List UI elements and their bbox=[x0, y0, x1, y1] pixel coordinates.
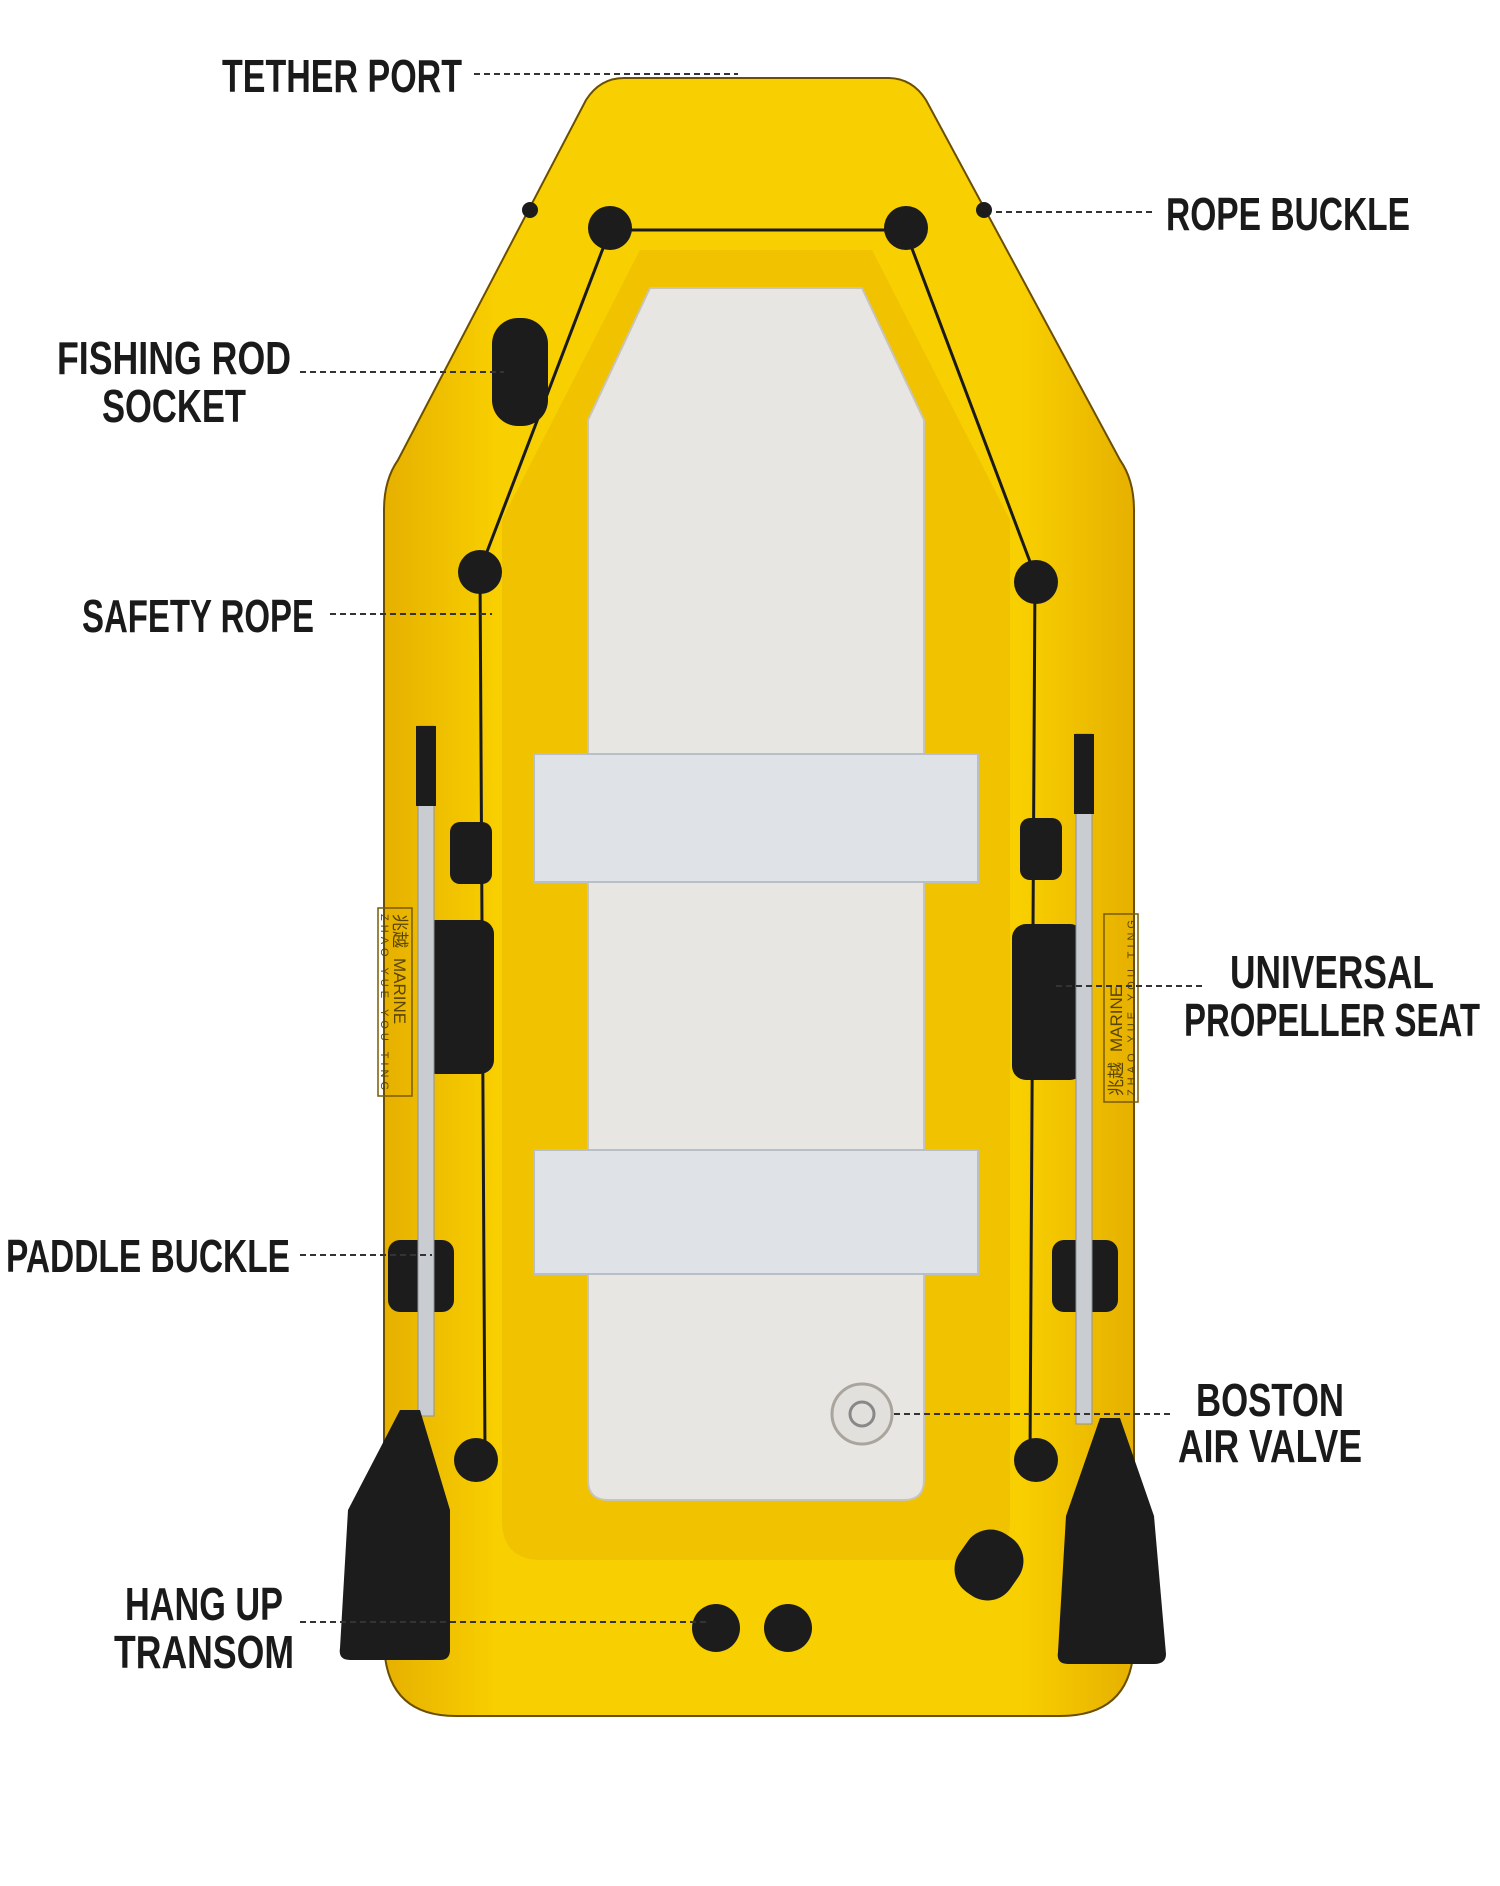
oarlock-icon bbox=[422, 920, 494, 1074]
rope-buckle-icon bbox=[454, 1438, 498, 1482]
label-propeller-seat: PROPELLER SEAT bbox=[1184, 994, 1480, 1046]
air-valve-icon bbox=[830, 1382, 894, 1446]
oarlock-icon bbox=[1012, 924, 1084, 1080]
paddle-right bbox=[1057, 733, 1166, 1664]
brand-decal-right: 兆越 MARINE ZHAO YUE YOU TING bbox=[1103, 913, 1139, 1103]
rope-buckle-icon bbox=[1014, 1438, 1058, 1482]
label-air-valve: AIR VALVE bbox=[1178, 1420, 1362, 1472]
brand-chinese-text: 兆越 bbox=[1107, 1062, 1126, 1096]
paddle-buckle-icon bbox=[1020, 818, 1062, 880]
rope-buckle-icon bbox=[884, 206, 928, 250]
rope-buckles bbox=[388, 202, 1118, 1652]
seat-rear bbox=[533, 1149, 979, 1275]
rope-buckle-icon bbox=[522, 202, 538, 218]
boat-floor bbox=[587, 287, 925, 1501]
fishing-rod-socket-icon bbox=[954, 1529, 1024, 1601]
label-socket: SOCKET bbox=[102, 380, 246, 432]
label-universal: UNIVERSAL bbox=[1230, 946, 1434, 998]
air-valve-cap-icon bbox=[848, 1400, 876, 1428]
label-tether-port: TETHER PORT bbox=[222, 50, 462, 102]
label-paddle-buckle: PADDLE BUCKLE bbox=[6, 1230, 290, 1282]
brand-text: MARINE bbox=[1107, 986, 1126, 1052]
brand-romanized-text: ZHAO YUE YOU TING bbox=[378, 914, 390, 1090]
label-hang-up: HANG UP bbox=[125, 1578, 283, 1630]
label-boston: BOSTON bbox=[1196, 1374, 1344, 1426]
transom-mount-icon bbox=[764, 1604, 812, 1652]
fishing-rod-socket-icon bbox=[492, 318, 548, 426]
rope-buckle-icon bbox=[1014, 560, 1058, 604]
label-transom: TRANSOM bbox=[114, 1626, 294, 1678]
transom-mount-icon bbox=[692, 1604, 740, 1652]
label-safety-rope: SAFETY ROPE bbox=[82, 590, 314, 642]
brand-romanized-text: ZHAO YUE YOU TING bbox=[1126, 920, 1138, 1096]
paddle-buckle-icon bbox=[450, 822, 492, 884]
brand-text: MARINE bbox=[390, 958, 409, 1024]
paddle-left bbox=[339, 725, 450, 1660]
rope-buckle-icon bbox=[588, 206, 632, 250]
seat-front bbox=[533, 753, 979, 883]
rope-buckle-icon bbox=[458, 550, 502, 594]
label-rope-buckle: ROPE BUCKLE bbox=[1166, 188, 1410, 240]
leader-lines bbox=[300, 73, 1206, 1623]
rope-buckle-icon bbox=[976, 202, 992, 218]
label-fishing-rod: FISHING ROD bbox=[57, 332, 291, 384]
brand-chinese-text: 兆越 bbox=[390, 914, 409, 948]
